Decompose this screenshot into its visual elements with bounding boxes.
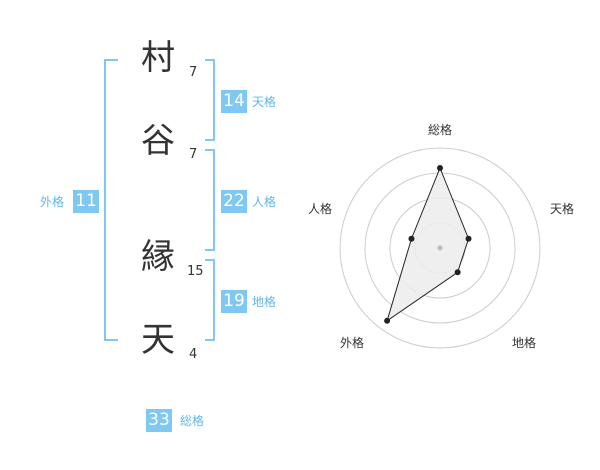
chikaku-value: 19	[221, 290, 247, 313]
jinkaku-bracket	[205, 149, 215, 251]
tenkaku-value: 14	[221, 90, 247, 113]
name-char-3: 縁	[141, 237, 175, 277]
name-char-4: 天	[141, 320, 175, 360]
soukaku-label: 総格	[180, 414, 205, 428]
radar-area	[386, 166, 470, 323]
radar-axis-label-gaikaku: 外格	[340, 336, 365, 350]
gaikaku-bracket	[104, 59, 118, 341]
radar-axis-label-tenkaku: 天格	[550, 202, 575, 216]
name-char-2-strokes: 7	[189, 147, 198, 162]
radar-point-2	[465, 235, 472, 242]
name-char-1-strokes: 7	[189, 65, 198, 80]
name-char-2: 谷	[141, 121, 175, 161]
radar-axis-label-chikaku: 地格	[512, 336, 537, 350]
chikaku-bracket	[205, 259, 215, 341]
name-char-4-strokes: 4	[189, 347, 198, 362]
soukaku-value: 33	[146, 409, 172, 432]
tenkaku-label: 天格	[252, 95, 277, 109]
radar-center	[437, 245, 443, 251]
radar-point-3	[454, 269, 461, 276]
tenkaku-bracket	[205, 59, 215, 141]
radar-point-4	[384, 317, 391, 324]
jinkaku-label: 人格	[252, 195, 277, 209]
radar-point-1	[437, 165, 443, 171]
name-char-1: 村	[141, 38, 175, 78]
radar-axis-label-jinkaku: 人格	[308, 202, 333, 216]
radar-axis-label-soukaku: 総格	[428, 123, 453, 137]
radar-ring	[339, 147, 541, 349]
chikaku-label: 地格	[252, 295, 277, 309]
gaikaku-label: 外格	[40, 195, 65, 209]
radar-point-5	[408, 235, 415, 242]
name-char-3-strokes: 15	[187, 264, 204, 279]
gaikaku-value: 11	[73, 190, 99, 213]
jinkaku-value: 22	[221, 190, 247, 213]
